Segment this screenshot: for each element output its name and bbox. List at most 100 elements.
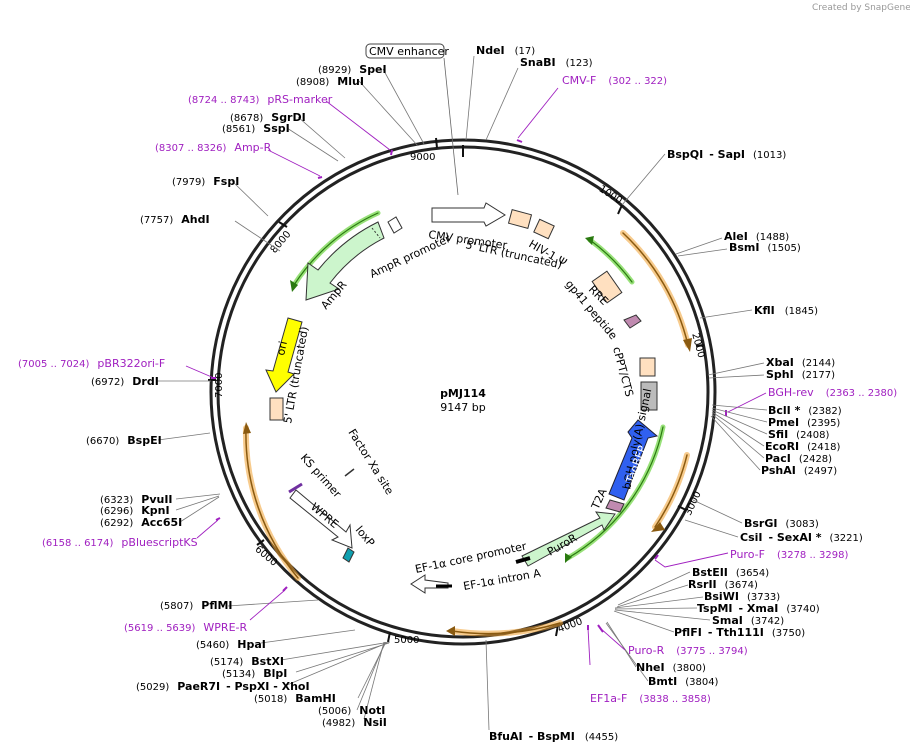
plasmid-size: 9147 bp [440,401,485,414]
svg-text:PshAI(2497): PshAI(2497) [761,464,837,477]
svg-text:BGH-rev(2363 .. 2380): BGH-rev(2363 .. 2380) [768,386,897,399]
svg-text:PflFI- Tth111I(3750): PflFI- Tth111I(3750) [674,626,805,639]
svg-text:(5018)BamHI: (5018)BamHI [254,692,336,705]
svg-text:(6158 .. 6174)pBluescriptKS: (6158 .. 6174)pBluescriptKS [42,536,198,549]
svg-text:7000: 7000 [214,373,225,398]
svg-text:(6296)KpnI: (6296)KpnI [100,504,170,517]
svg-text:BsmI(1505): BsmI(1505) [729,241,801,254]
svg-text:(6972)DrdI: (6972)DrdI [91,375,159,388]
svg-text:cPPT/CTS: cPPT/CTS [610,345,636,398]
svg-text:RsrII(3674): RsrII(3674) [688,578,758,591]
primer-leaders [185,87,767,666]
svg-text:BfuAI- BspMI(4455): BfuAI- BspMI(4455) [489,730,618,743]
svg-text:(5174)BstXI: (5174)BstXI [210,655,284,668]
puror-arrow [521,511,616,567]
svg-text:KflI(1845): KflI(1845) [754,304,818,317]
svg-text:PmeI(2395): PmeI(2395) [768,416,840,429]
t2a-arrow [605,499,625,513]
svg-text:9000: 9000 [410,152,435,163]
primer-labels: CMV-F(302 .. 322) BGH-rev(2363 .. 2380) … [18,74,897,705]
cppt-box [639,357,656,377]
svg-text:BstEII(3654): BstEII(3654) [692,566,769,579]
svg-text:PacI(2428): PacI(2428) [765,452,832,465]
backbone-outer [209,138,717,646]
svg-text:BmtI(3804): BmtI(3804) [648,675,719,688]
svg-text:(8561)SspI: (8561)SspI [222,122,290,135]
ori-arrow [265,317,303,393]
svg-text:XbaI(2144): XbaI(2144) [766,356,835,369]
gp41-arrow [623,314,642,329]
arc-arrowheads [243,236,692,636]
svg-text:BsrGI(3083): BsrGI(3083) [744,517,819,530]
factor-xa-mark [344,468,355,477]
rre-box [591,270,623,304]
svg-text:BsiWI(3733): BsiWI(3733) [704,590,780,603]
svg-text:ori: ori [274,340,290,357]
svg-text:SmaI(3742): SmaI(3742) [712,614,784,627]
ltr-top-box [507,209,533,229]
plasmid-name: pMJ114 [440,387,486,400]
svg-text:AleI(1488): AleI(1488) [724,230,789,243]
ks-primer-mark [288,482,303,494]
svg-text:(7979)FspI: (7979)FspI [172,175,239,188]
svg-text:SnaBI(123): SnaBI(123) [520,56,593,69]
svg-text:NheI(3800): NheI(3800) [636,661,706,674]
svg-text:(5807)PflMI: (5807)PflMI [160,599,233,612]
svg-text:(8678)SgrDI: (8678)SgrDI [230,111,306,124]
svg-text:(6323)PvuII: (6323)PvuII [100,493,173,506]
svg-text:loxP: loxP [353,524,378,550]
svg-text:Puro-R(3775 .. 3794): Puro-R(3775 .. 3794) [628,644,748,657]
svg-text:EF1a-F(3838 .. 3858): EF1a-F(3838 .. 3858) [590,692,711,705]
svg-text:CMV-F(302 .. 322): CMV-F(302 .. 322) [562,74,667,87]
svg-text:(5619 .. 5639)WPRE-R: (5619 .. 5639)WPRE-R [124,621,247,634]
wpre-arrow [289,489,353,549]
svg-text:(7005 .. 7024)pBR322ori-F: (7005 .. 7024)pBR322ori-F [18,357,165,370]
svg-text:(8929)SpeI: (8929)SpeI [318,63,387,76]
svg-text:Puro-F(3278 .. 3298): Puro-F(3278 .. 3298) [730,548,848,561]
cmv-enhancer-label: CMV enhancer [369,45,449,58]
ef1a-intron-arrow [410,574,449,594]
cmv-promoter-arrow [431,202,506,227]
orf-arcs [242,210,691,637]
svg-text:NdeI(17): NdeI(17) [476,44,535,57]
ampr-arrow [305,221,385,301]
svg-text:EF-1α intron A: EF-1α intron A [462,566,542,592]
svg-text:2000: 2000 [689,332,706,359]
tick-marks [208,137,705,643]
credit-text: Created by SnapGene [812,3,910,13]
svg-text:CsiI- SexAI *(3221): CsiI- SexAI *(3221) [740,531,863,544]
svg-text:(6670)BspEI: (6670)BspEI [86,434,162,447]
bgh-box [640,381,658,411]
svg-text:(5460)HpaI: (5460)HpaI [196,638,266,651]
svg-text:(5006)NotI: (5006)NotI [318,704,385,717]
svg-text:BclI *(2382): BclI *(2382) [768,404,842,417]
svg-text:8000: 8000 [269,229,294,256]
hiv-psi-box [533,218,555,240]
svg-text:(5134)BlpI: (5134)BlpI [222,667,287,680]
svg-text:(6292)Acc65I: (6292)Acc65I [100,516,182,529]
loxp-arrow [342,547,355,563]
cmv-enhancer-box [365,43,445,59]
ampr-promoter-arrow [387,216,403,234]
svg-text:EcoRI(2418): EcoRI(2418) [765,440,841,453]
svg-text:(4982)NsiI: (4982)NsiI [322,716,387,729]
site-leaders [156,55,768,731]
svg-text:(8307 .. 8326)Amp-R: (8307 .. 8326)Amp-R [155,141,272,154]
svg-text:(8724 .. 8743)pRS-marker: (8724 .. 8743)pRS-marker [188,93,333,106]
svg-text:(7757)AhdI: (7757)AhdI [140,213,210,226]
svg-text:SphI(2177): SphI(2177) [766,368,835,381]
svg-text:5000: 5000 [394,635,419,646]
svg-text:TspMI- XmaI(3740): TspMI- XmaI(3740) [697,602,820,615]
site-labels: NdeI(17) SnaBI(123) BspQI- SapI(1013) Al… [86,44,863,743]
svg-text:Factor Xa site: Factor Xa site [345,427,396,498]
svg-text:BspQI- SapI(1013): BspQI- SapI(1013) [667,148,786,161]
svg-text:(5029)PaeR7I- PspXI - XhoI: (5029)PaeR7I- PspXI - XhoI [136,680,310,693]
tagbfp-arrow [608,419,659,501]
svg-text:SfiI(2408): SfiI(2408) [768,428,830,441]
svg-text:KS primer: KS primer [298,451,344,500]
ltr-left-box [269,397,284,421]
ef1a-core-bar [515,556,531,564]
svg-text:EF-1α core promoter: EF-1α core promoter [414,540,528,576]
svg-text:(8908)MluI: (8908)MluI [296,75,364,88]
